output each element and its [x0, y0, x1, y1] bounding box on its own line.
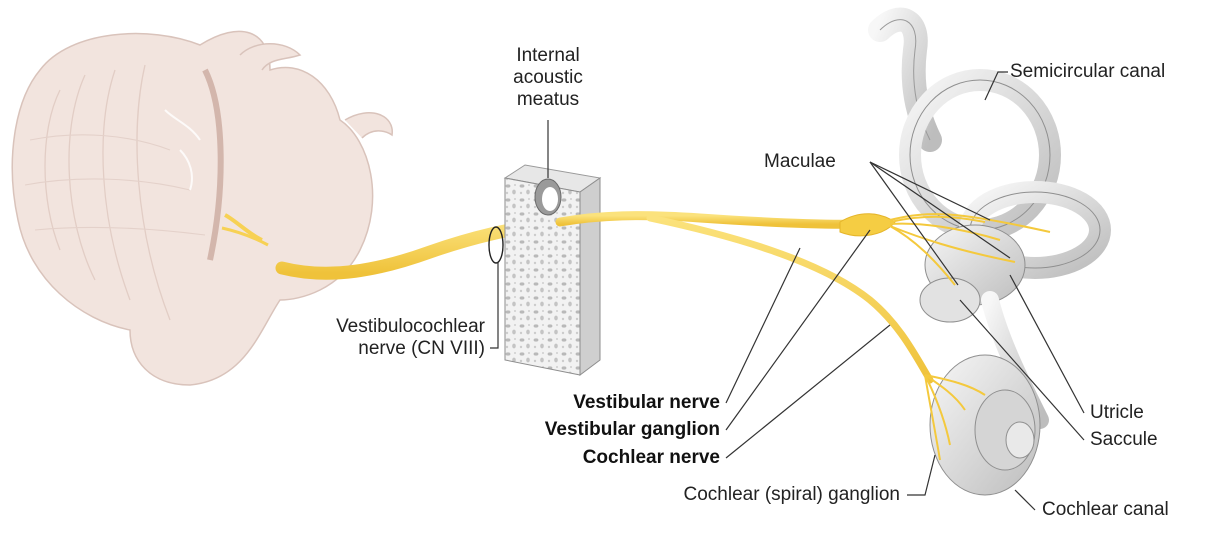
label-semicircular-canal: Semicircular canal — [1010, 61, 1165, 83]
label-cochlear-spiral-ganglion: Cochlear (spiral) ganglion — [560, 484, 900, 506]
internal-acoustic-meatus-bone — [505, 165, 600, 375]
nerve-through-meatus — [560, 216, 858, 225]
label-utricle: Utricle — [1090, 402, 1144, 424]
cochlea — [930, 355, 1040, 495]
label-maculae: Maculae — [764, 151, 836, 173]
label-saccule: Saccule — [1090, 429, 1158, 451]
label-internal-acoustic-meatus: Internal acoustic meatus — [493, 45, 603, 111]
label-cochlear-canal: Cochlear canal — [1042, 499, 1169, 521]
label-vestibular-ganglion: Vestibular ganglion — [440, 419, 720, 441]
cochlear-nerve-branch — [650, 218, 930, 380]
label-cochlear-nerve: Cochlear nerve — [440, 447, 720, 469]
label-vestibular-nerve: Vestibular nerve — [440, 392, 720, 414]
label-line: Vestibulocochlear — [245, 316, 485, 338]
label-line: Internal — [493, 45, 603, 67]
label-line: meatus — [493, 89, 603, 111]
label-vestibulocochlear-nerve: Vestibulocochlear nerve (CN VIII) — [245, 316, 485, 360]
label-line: acoustic — [493, 67, 603, 89]
label-line: nerve (CN VIII) — [245, 338, 485, 360]
